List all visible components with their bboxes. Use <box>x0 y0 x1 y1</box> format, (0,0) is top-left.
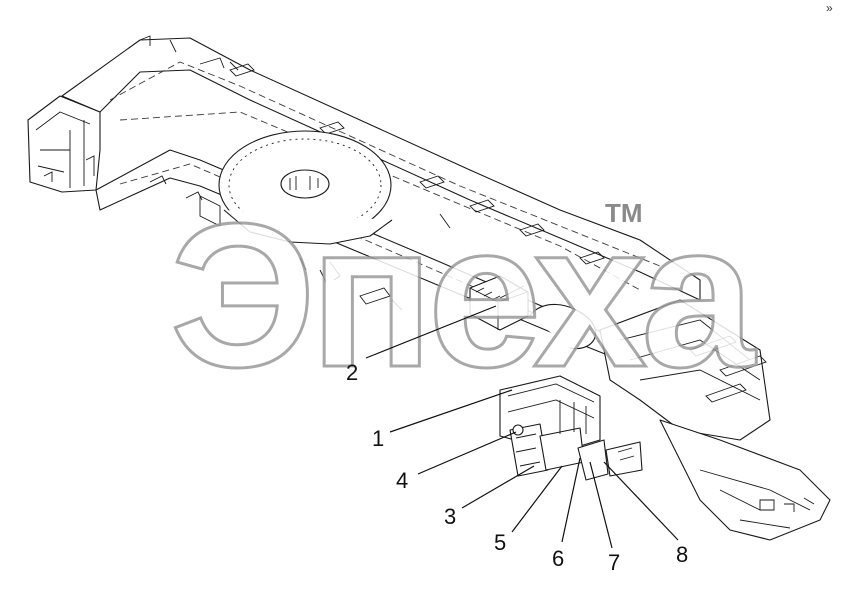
turntable-ring <box>218 130 393 245</box>
battery-box <box>469 275 529 331</box>
leader-2 <box>365 305 497 359</box>
trademark-mark: TM <box>605 198 643 228</box>
callout-7: 7 <box>608 550 620 575</box>
callout-3: 3 <box>444 504 456 529</box>
callout-4: 4 <box>396 468 408 493</box>
upper-longitudinal-rail <box>61 37 701 301</box>
leader-8 <box>603 461 679 541</box>
callout-labels: 2 1 4 3 5 6 7 8 <box>346 360 688 575</box>
callout-1: 1 <box>372 426 384 451</box>
vehicle-frame <box>27 35 831 541</box>
leader-5 <box>511 465 563 533</box>
hose-loop <box>529 303 597 350</box>
callout-6: 6 <box>552 546 564 571</box>
leader-6 <box>561 457 581 543</box>
leader-3 <box>461 465 535 509</box>
watermark-logo: Эпеха <box>170 181 757 410</box>
watermark: Эпеха TM <box>169 180 765 412</box>
leader-lines <box>365 305 679 549</box>
leader-1 <box>389 389 513 433</box>
rear-end-block <box>27 95 101 193</box>
callout-5: 5 <box>494 530 506 555</box>
callout-8: 8 <box>676 542 688 567</box>
leader-4 <box>417 431 517 475</box>
corner-mark: » <box>826 1 833 15</box>
callout-2: 2 <box>346 360 358 385</box>
front-frame <box>599 299 831 541</box>
leader-7 <box>589 461 613 549</box>
cross-member-brackets <box>149 63 605 311</box>
bracket-cluster <box>499 375 643 481</box>
